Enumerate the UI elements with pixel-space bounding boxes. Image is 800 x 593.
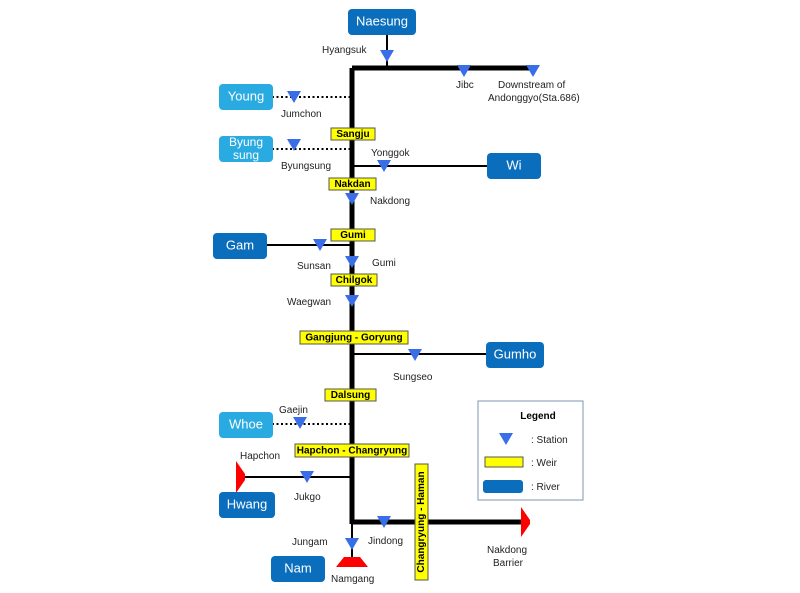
river-naesung-label: Naesung (356, 13, 408, 28)
station-jumchon-icon (287, 91, 301, 103)
station-jukgo-label: Jukgo (294, 492, 321, 503)
station-sungseo-icon (408, 349, 422, 361)
river-young-label: Young (228, 88, 264, 103)
weir-nakdan: Nakdan (328, 177, 377, 191)
station-gaejin-icon (293, 417, 307, 429)
station-barrier-label-line2: Barrier (493, 558, 524, 569)
station-nakdong-label: Nakdong (370, 196, 410, 207)
station-sunsan-icon (313, 239, 327, 251)
weir-gumi-label: Gumi (340, 230, 366, 241)
river-byungsung: Byung sung (219, 135, 273, 162)
station-downstream-label-line1: Downstream of (498, 80, 565, 91)
legend-river-icon (483, 480, 523, 493)
station-jumchon-label: Jumchon (281, 109, 322, 120)
station-sunsan-label: Sunsan (297, 261, 331, 272)
station-gaejin-label: Gaejin (279, 405, 308, 416)
weir-hapchon-changryung: Hapchon - Changryung (294, 443, 410, 458)
river-naesung: Naesung (348, 9, 416, 35)
legend-station-label: : Station (531, 435, 568, 446)
station-gumi-icon (345, 256, 359, 268)
river-whoe-label: Whoe (229, 416, 263, 431)
station-barrier-label-line1: Nakdong (487, 545, 527, 556)
namgang-barrier-icon (336, 557, 368, 567)
weir-changryung-haman: Changryung - Haman (414, 463, 429, 581)
weir-nakdan-label: Nakdan (334, 179, 370, 190)
weir-hapchon-changryung-label: Hapchon - Changryung (297, 446, 408, 457)
station-jindong-label: Jindong (368, 536, 403, 547)
station-yonggok-label: Yonggok (371, 148, 411, 159)
station-nakdong-icon (345, 193, 359, 205)
station-jungam-icon (345, 538, 359, 550)
station-hyangsuk-label: Hyangsuk (322, 45, 367, 56)
weir-gangjung-goryung-label: Gangjung - Goryung (305, 333, 402, 344)
legend: Legend : Station : Weir : River (477, 400, 584, 501)
legend-weir-icon (484, 456, 524, 468)
weir-chilgok: Chilgok (330, 273, 378, 287)
weir-gangjung-goryung: Gangjung - Goryung (299, 330, 409, 345)
station-gumi-label: Gumi (372, 258, 396, 269)
station-hyangsuk-icon (380, 50, 394, 62)
river-hwang-label: Hwang (227, 496, 267, 511)
river-wi-label: Wi (506, 157, 521, 172)
weir-sangju: Sangju (330, 127, 376, 141)
legend-river-label: : River (531, 482, 561, 493)
station-downstream-icon (526, 65, 540, 77)
station-jukgo-icon (300, 471, 314, 483)
station-jibc-icon (457, 65, 471, 77)
station-byungsung-icon (287, 139, 301, 151)
weir-chilgok-label: Chilgok (336, 275, 373, 286)
weir-dalsung-label: Dalsung (331, 390, 370, 401)
hapchon-barrier-icon (236, 461, 245, 493)
river-byungsung-label-line2: sung (233, 148, 259, 162)
nakdong-barrier-icon (521, 507, 530, 537)
weir-dalsung: Dalsung (324, 388, 377, 402)
weir-sangju-label: Sangju (336, 129, 369, 140)
river-nam: Nam (271, 556, 325, 582)
legend-weir-label: : Weir (531, 458, 558, 469)
weir-changryung-haman-label: Changryung - Haman (416, 471, 427, 572)
river-whoe: Whoe (219, 412, 273, 438)
legend-title: Legend (520, 411, 556, 422)
station-namgang-label: Namgang (331, 574, 374, 585)
river-gam-label: Gam (226, 237, 254, 252)
legend-station-icon (499, 433, 513, 445)
stations (287, 50, 540, 550)
station-waegwan-icon (345, 295, 359, 307)
river-hwang: Hwang (219, 492, 275, 518)
river-wi: Wi (487, 153, 541, 179)
station-jibc-label: Jibc (456, 80, 474, 91)
river-nam-label: Nam (284, 560, 311, 575)
station-jungam-label: Jungam (292, 537, 328, 548)
station-jindong-icon (377, 516, 391, 528)
weir-gumi: Gumi (330, 228, 376, 242)
river-gumho-label: Gumho (494, 346, 537, 361)
station-byungsung-label: Byungsung (281, 161, 331, 172)
river-gumho: Gumho (486, 342, 544, 368)
station-waegwan-label: Waegwan (287, 297, 331, 308)
river-byungsung-label-line1: Byung (229, 135, 263, 149)
station-hapchon-label: Hapchon (240, 451, 280, 462)
station-sungseo-label: Sungseo (393, 372, 433, 383)
station-downstream-label-line2: Andonggyo(Sta.686) (488, 93, 580, 104)
river-young: Young (219, 84, 273, 110)
river-gam: Gam (213, 233, 267, 259)
station-yonggok-icon (377, 160, 391, 172)
